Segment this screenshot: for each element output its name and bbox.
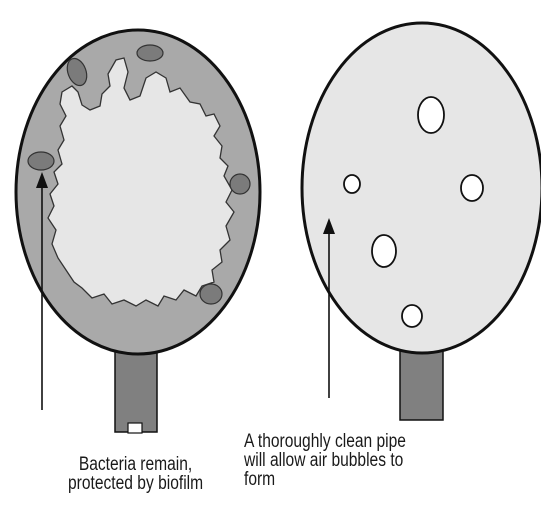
bacteria-cell-right — [230, 174, 250, 194]
right-pipe-stem — [400, 350, 443, 420]
right-caption: A thoroughly clean pipe will allow air b… — [244, 432, 406, 489]
left-pipe-notch — [128, 423, 142, 433]
left-pipe-stem — [115, 350, 157, 432]
left-caption-line-2: protected by biofilm — [68, 474, 203, 493]
air-bubble-2 — [461, 175, 483, 201]
bacteria-cell-bottom — [200, 284, 222, 304]
air-bubble-3 — [344, 175, 360, 193]
air-bubble-1 — [418, 97, 444, 133]
air-bubble-4 — [372, 235, 396, 267]
bacteria-cell-top — [137, 45, 163, 61]
left-caption-line-1: Bacteria remain, — [68, 455, 203, 474]
bacteria-cell-left — [28, 152, 54, 170]
left-vessel — [16, 30, 260, 354]
right-caption-line-3: form — [244, 470, 406, 489]
left-caption: Bacteria remain, protected by biofilm — [68, 455, 203, 493]
air-bubble-5 — [402, 305, 422, 327]
right-caption-line-1: A thoroughly clean pipe — [244, 432, 406, 451]
right-vessel — [302, 23, 541, 353]
right-clean-interior — [302, 23, 541, 353]
right-caption-line-2: will allow air bubbles to — [244, 451, 406, 470]
